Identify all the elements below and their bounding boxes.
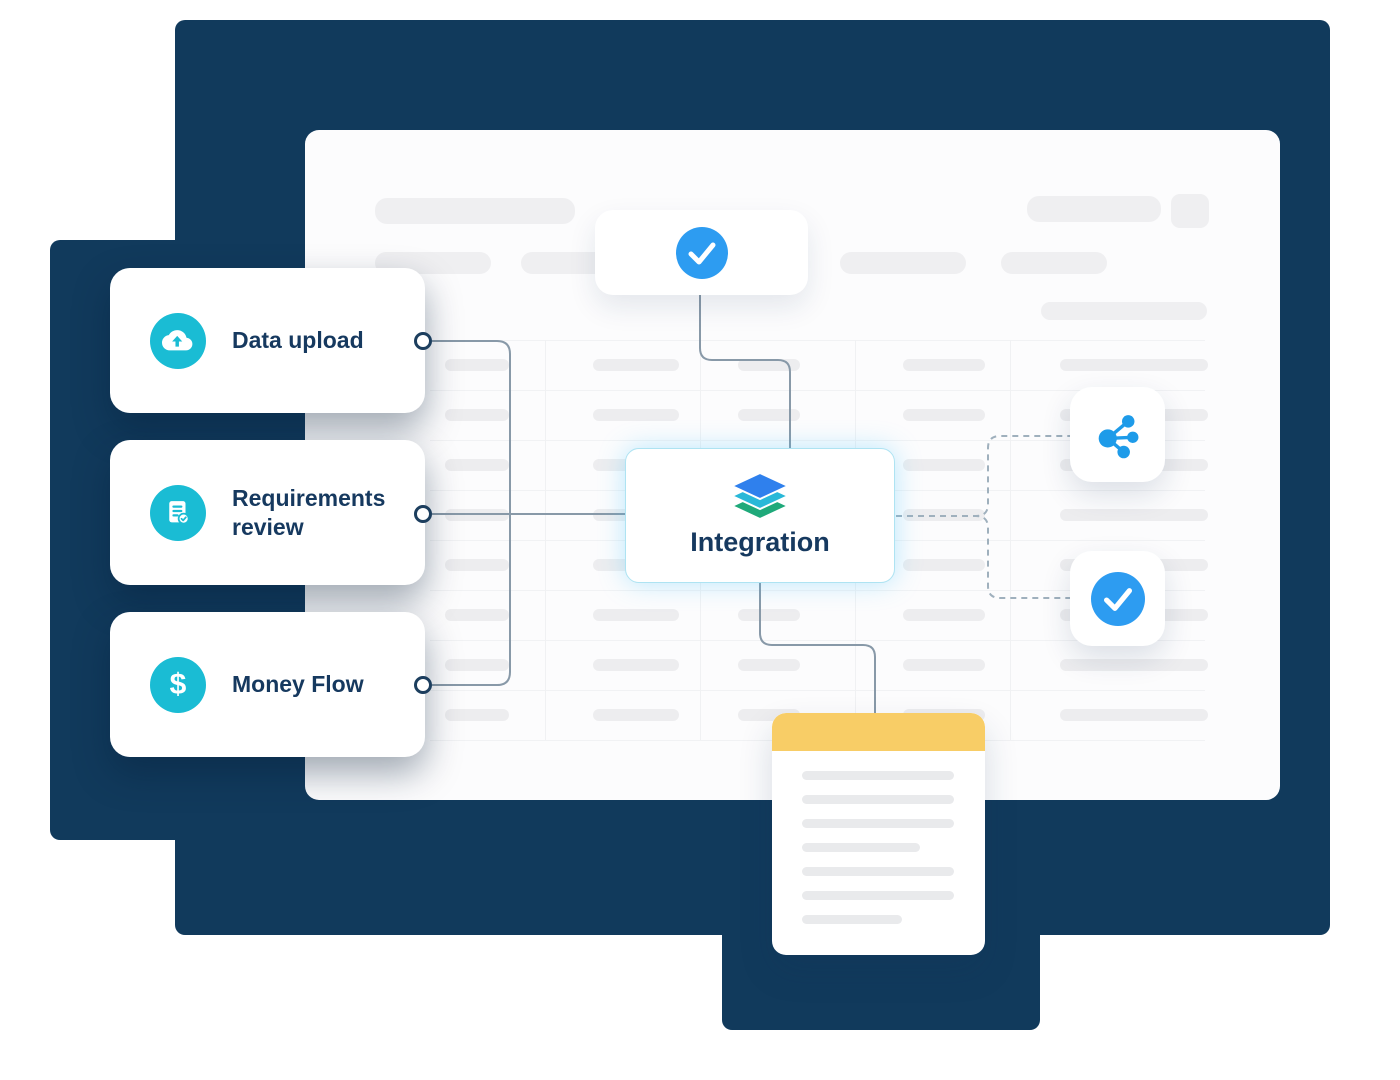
step-label: Money Flow bbox=[232, 671, 364, 698]
skeleton-pill bbox=[903, 409, 985, 421]
skeleton-pill bbox=[1060, 359, 1208, 371]
skeleton-bar bbox=[1041, 302, 1207, 320]
connector-port bbox=[414, 332, 432, 350]
document-review-icon bbox=[150, 484, 206, 541]
skeleton-pill bbox=[738, 409, 800, 421]
integration-label: Integration bbox=[690, 527, 830, 557]
notepad-line bbox=[802, 795, 954, 804]
skeleton-pill bbox=[445, 459, 509, 471]
notepad-line bbox=[802, 915, 902, 924]
cloud-upload-icon bbox=[150, 312, 206, 369]
skeleton-bar bbox=[375, 198, 575, 224]
integration-node: Integration bbox=[625, 448, 895, 583]
skeleton-pill bbox=[445, 359, 509, 371]
notepad-line bbox=[802, 891, 954, 900]
dollar-glyph: $ bbox=[169, 667, 187, 701]
step-card-money-flow: $ Money Flow bbox=[110, 612, 425, 757]
layers-icon bbox=[732, 473, 788, 519]
check-glyph bbox=[688, 242, 715, 264]
notepad-header bbox=[772, 713, 985, 751]
grid-line bbox=[545, 340, 546, 740]
skeleton-pill bbox=[738, 659, 800, 671]
skeleton-pill bbox=[903, 459, 985, 471]
skeleton-pill bbox=[445, 609, 509, 621]
skeleton-pill bbox=[593, 409, 679, 421]
check-icon bbox=[675, 226, 728, 279]
skeleton-pill bbox=[903, 659, 985, 671]
skeleton-pill bbox=[445, 509, 509, 521]
skeleton-pill bbox=[903, 559, 985, 571]
skeleton-pill bbox=[738, 609, 800, 621]
skeleton-pill bbox=[1060, 709, 1208, 721]
dollar-icon: $ bbox=[150, 656, 206, 713]
check-glyph bbox=[1103, 587, 1132, 611]
grid-line bbox=[1010, 340, 1011, 740]
skeleton-pill bbox=[445, 709, 509, 721]
skeleton-pill bbox=[593, 359, 679, 371]
skeleton-pill bbox=[738, 359, 800, 371]
skeleton-pill bbox=[445, 659, 509, 671]
step-card-requirements-review: Requirements review bbox=[110, 440, 425, 585]
skeleton-square bbox=[1171, 194, 1209, 228]
skeleton-pill bbox=[593, 609, 679, 621]
share-network-icon bbox=[1098, 414, 1138, 458]
step-label: Requirements review bbox=[232, 484, 386, 540]
notepad-line bbox=[802, 867, 954, 876]
skeleton-pill bbox=[1060, 659, 1208, 671]
check-icon bbox=[1090, 571, 1145, 626]
skeleton-pill bbox=[903, 509, 985, 521]
notepad-lines bbox=[772, 771, 985, 955]
skeleton-bar bbox=[1027, 196, 1161, 222]
cloud-upload-glyph bbox=[162, 329, 193, 350]
skeleton-pill bbox=[903, 609, 985, 621]
skeleton-pill bbox=[593, 659, 679, 671]
step-label: Data upload bbox=[232, 327, 364, 354]
notepad-line bbox=[802, 843, 920, 852]
skeleton-pill bbox=[1060, 509, 1208, 521]
share-network-node bbox=[1070, 387, 1165, 482]
skeleton-pill bbox=[445, 409, 509, 421]
notepad-line bbox=[802, 819, 954, 828]
skeleton-bar bbox=[840, 252, 966, 274]
notepad-card bbox=[772, 713, 985, 955]
skeleton-pill bbox=[903, 359, 985, 371]
status-check-node bbox=[595, 210, 808, 295]
connector-port bbox=[414, 676, 432, 694]
skeleton-pill bbox=[593, 709, 679, 721]
step-card-data-upload: Data upload bbox=[110, 268, 425, 413]
check-node bbox=[1070, 551, 1165, 646]
skeleton-bar bbox=[1001, 252, 1107, 274]
notepad-line bbox=[802, 771, 954, 780]
document-review-glyph bbox=[169, 500, 190, 524]
skeleton-pill bbox=[445, 559, 509, 571]
connector-port bbox=[414, 505, 432, 523]
